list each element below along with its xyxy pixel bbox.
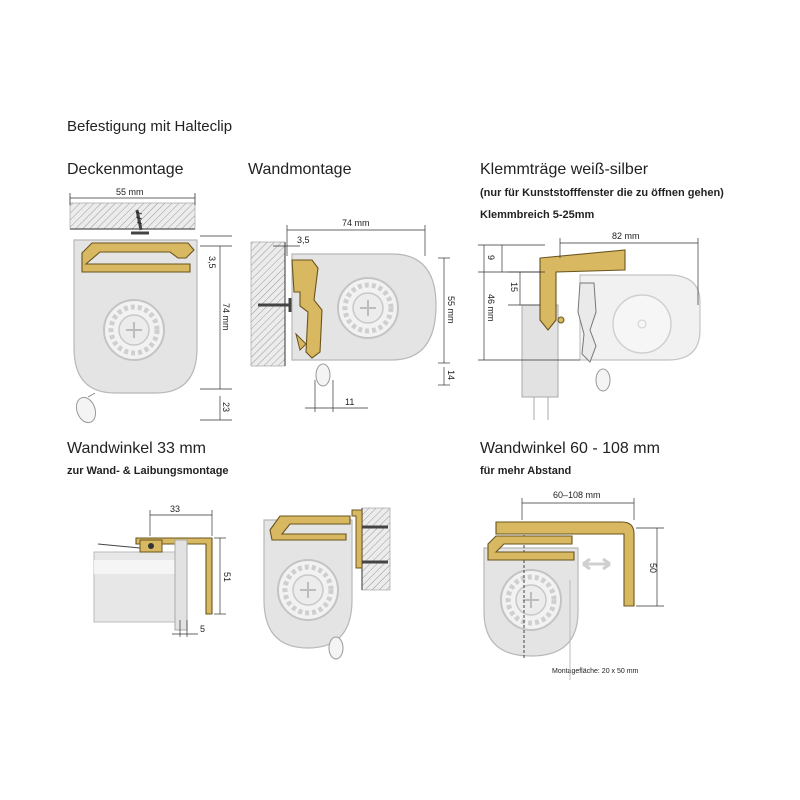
halteclip [487,535,575,561]
pull-handle [595,368,611,392]
wandwinkel-33-subtitle: zur Wand- & Laibungsmontage [67,465,229,477]
dim-offset-11: 11 [345,397,354,407]
dim-height-50: 50 [648,563,658,573]
dim-width-60-108: 60–108 mm [553,490,601,500]
roller-drum [338,278,398,338]
roller-drum [104,300,164,360]
wandwinkel-bracket [351,509,363,569]
montageflaeche-note: Montagefläche: 20 x 50 mm [552,668,639,675]
wandwinkel-60-108-figure: 60–108 mm 50 [483,490,664,680]
ceiling-hatch [69,202,196,230]
page-title: Befestigung mit Halteclip [67,118,233,135]
wandwinkel-bracket [495,521,635,607]
dim-bottom-23: 23 [221,402,231,412]
pull-cord [87,392,96,398]
adjust-arrow [582,557,611,571]
halteclip [269,515,351,541]
halteclip [81,242,195,273]
dim-clip-3-5: 3,5 [297,235,310,245]
wandwinkel-33-side-figure [263,507,391,660]
wandwinkel-bracket [135,537,213,615]
pull-handle [328,636,344,660]
dim-bottom-5: 5 [200,624,205,634]
screw [258,298,292,312]
dim-clip-3-5: 3,5 [207,256,217,269]
pull-handle [75,396,97,424]
roller-drum [501,570,561,630]
klemm-bracket [539,249,626,331]
dim-width-82: 82 mm [612,231,640,241]
dim-bottom-14: 14 [446,370,456,380]
wandwinkel-60-108-subtitle: für mehr Abstand [480,465,572,477]
pull-handle [315,363,331,387]
dim-width-33: 33 [170,504,180,514]
deckenmontage-figure: 55 mm 3,5 74 mm 23 [69,187,232,424]
wandmontage-figure: 74 mm 3,5 55 mm 14 11 [250,218,456,412]
heading-wandmontage: Wandmontage [248,161,352,178]
heading-deckenmontage: Deckenmontage [67,161,184,178]
klemm-note-klemmbereich: Klemmbreich 5-25mm [480,209,595,221]
klemm-note-kunststofffenster: (nur für Kunststofffenster die zu öffnen… [480,187,724,199]
dim-top-9: 9 [486,255,496,260]
dim-height-46: 46 mm [486,294,496,322]
klemmtraeger-figure: 82 mm 9 46 mm 15 [478,231,701,420]
dim-height-74: 74 mm [221,303,231,331]
heading-klemmtraeger: Klemmträge weiß-silber [480,161,649,178]
roller-drum [278,560,338,620]
wall-hatch [361,507,391,591]
halteclip [291,259,323,359]
dim-clamp-15: 15 [509,282,519,292]
dim-depth-74: 74 mm [342,218,370,228]
dim-width-55: 55 mm [116,187,144,197]
dim-height-51: 51 [222,572,232,582]
wandwinkel-33-figure: 33 51 5 [93,504,232,637]
screw [131,209,149,235]
heading-wandwinkel-60-108: Wandwinkel 60 - 108 mm [480,440,660,457]
heading-wandwinkel-33: Wandwinkel 33 mm [67,440,207,457]
dim-height-55: 55 mm [446,296,456,324]
halteclip [577,282,597,363]
